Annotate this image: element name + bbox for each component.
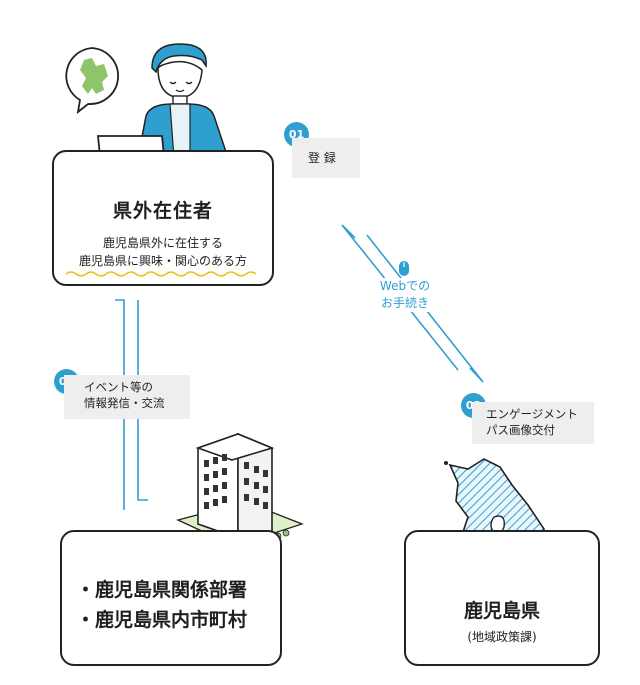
prefecture-box: 鹿児島県 (地域政策課)	[404, 530, 600, 666]
step1-label: 登 録	[308, 151, 336, 165]
wavy-underline	[65, 271, 257, 277]
web-note-line1: Webでの	[379, 279, 431, 293]
map-speech-bubble	[65, 47, 119, 115]
resident-box: 県外在住者 鹿児島県外に在住する 鹿児島県に興味・関心のある方	[52, 150, 274, 286]
web-note-line2: お手続き	[380, 296, 429, 310]
resident-desc-line1: 鹿児島県外に在住する	[102, 236, 223, 250]
step2-label-box: エンゲージメント パス画像交付	[472, 402, 594, 444]
step3-line1: イベント等の	[84, 380, 153, 394]
step1-label-box: 登 録	[292, 138, 360, 178]
step2-line2: パス画像交付	[486, 423, 555, 437]
step3-line2: 情報発信・交流	[84, 396, 165, 410]
resident-desc-line2: 鹿児島県に興味・関心のある方	[78, 254, 247, 268]
step3-label-box: イベント等の 情報発信・交流	[64, 375, 190, 419]
web-note: Webでの お手続き	[360, 278, 450, 312]
step2-line1: エンゲージメント	[486, 407, 578, 421]
building-illustration	[176, 432, 304, 547]
prefecture-title: 鹿児島県	[463, 600, 540, 622]
mouse-icon	[399, 261, 409, 276]
resident-title: 県外在住者	[112, 200, 213, 222]
offices-box: ・鹿児島県関係部署 ・鹿児島県内市町村	[60, 530, 282, 666]
prefecture-subtitle: (地域政策課)	[467, 630, 537, 644]
offices-line2: ・鹿児島県内市町村	[76, 609, 248, 631]
offices-line1: ・鹿児島県関係部署	[76, 579, 248, 601]
vertical-arrow	[115, 299, 148, 510]
